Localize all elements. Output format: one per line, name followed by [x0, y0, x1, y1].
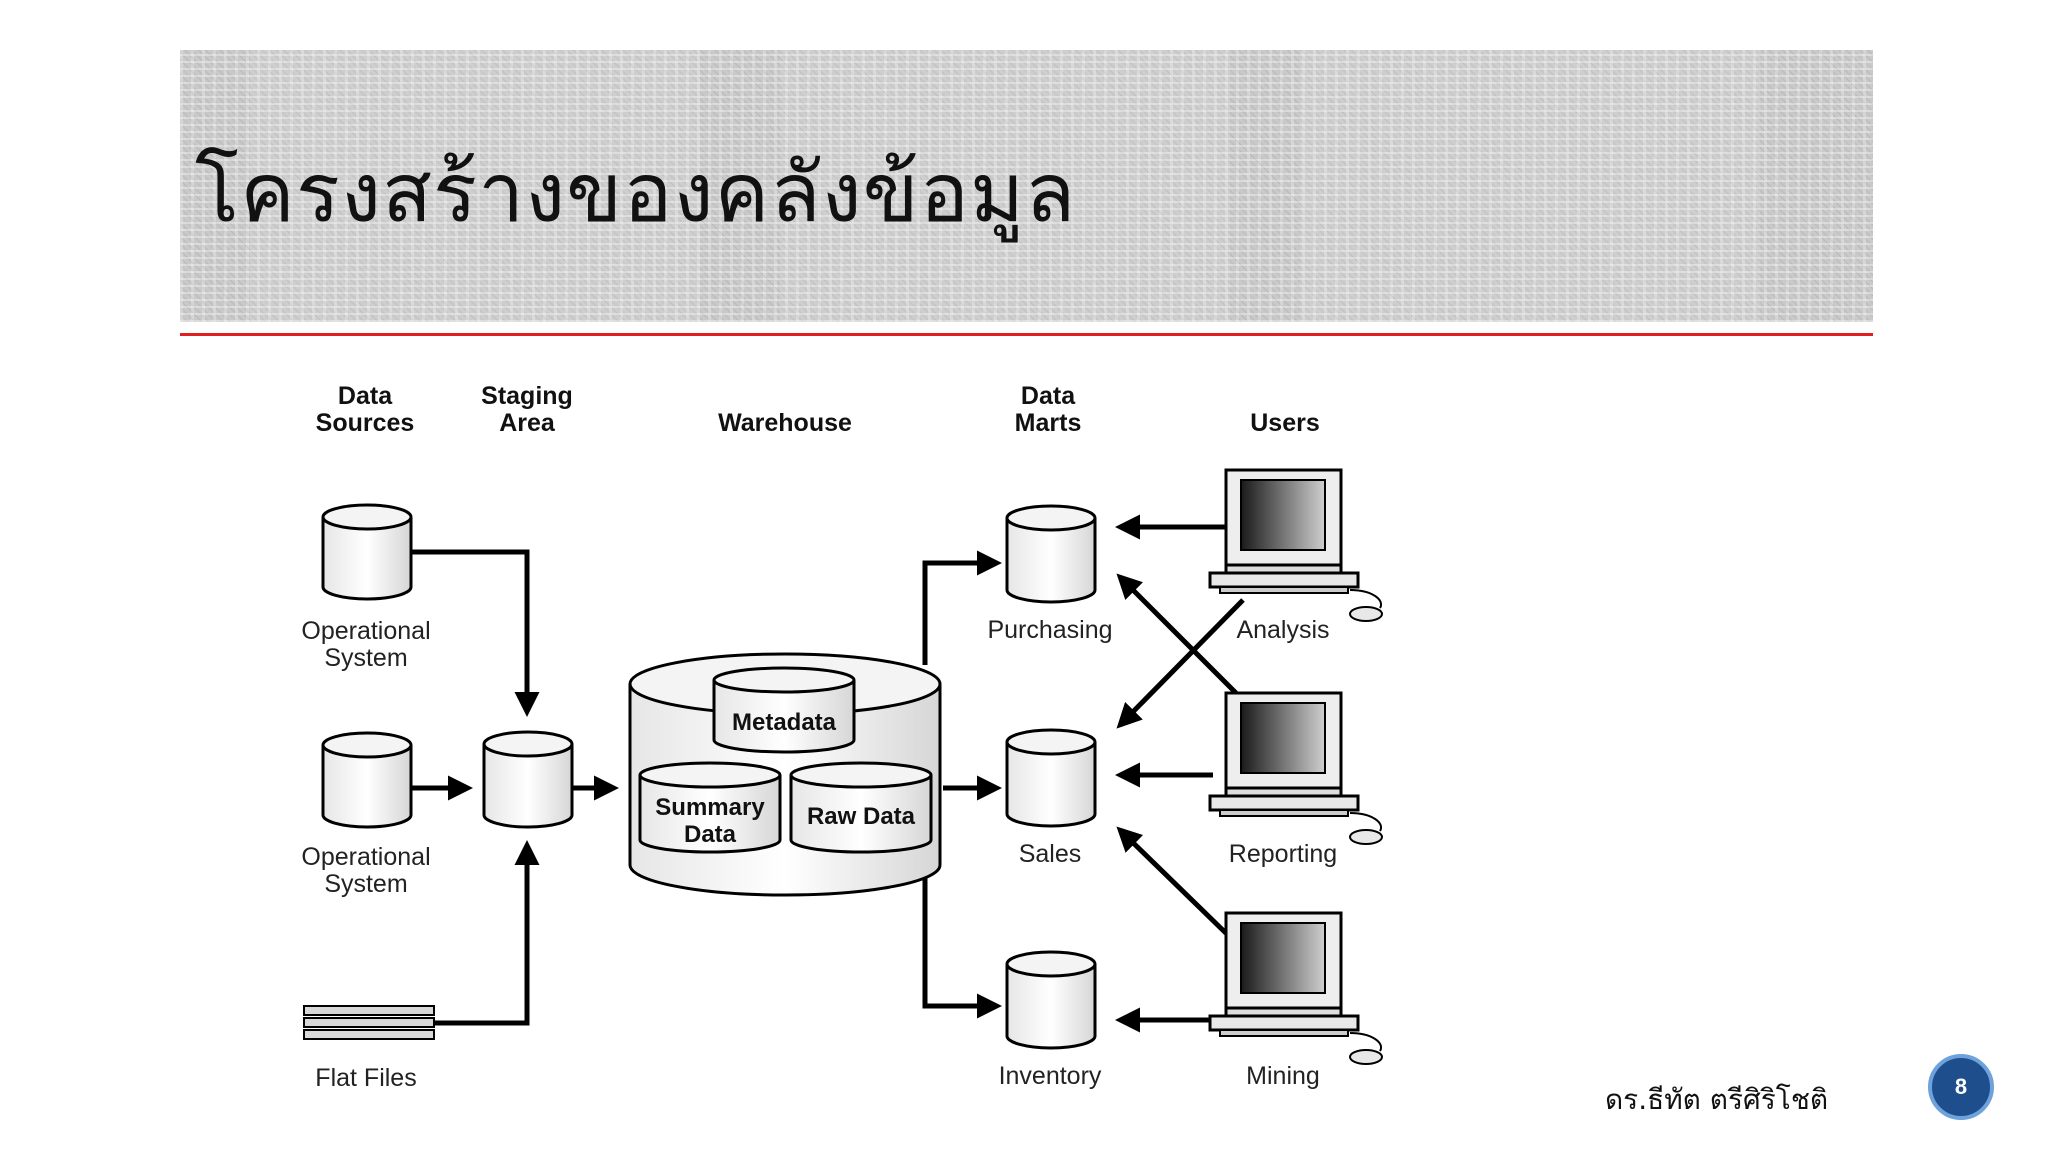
header-users: Users	[1250, 409, 1320, 437]
inventory-label: Inventory	[999, 1062, 1102, 1090]
header-staging-line1: Staging	[481, 382, 573, 410]
operational-system-1-label-line1: Operational	[301, 617, 430, 645]
mining-computer-icon	[1208, 911, 1383, 1065]
arrow-warehouse-to-purchasing	[922, 550, 1002, 665]
page-number-badge: 8	[1928, 1054, 1994, 1120]
reporting-label: Reporting	[1229, 840, 1337, 868]
connector-arrows	[412, 514, 1245, 1033]
operational-system-2-icon	[321, 731, 413, 829]
raw-data-label: Raw Data	[807, 803, 916, 830]
mining-label: Mining	[1246, 1062, 1320, 1090]
author-name: ดร.ธีทัต ตรีศิริโชติ	[1605, 1083, 1829, 1116]
analysis-label: Analysis	[1236, 616, 1329, 644]
header-data-marts-line1: Data	[1021, 382, 1076, 410]
arrow-analysis-to-sales	[1116, 598, 1245, 729]
analysis-computer-icon	[1208, 468, 1383, 622]
operational-system-2-label-line2: System	[324, 870, 407, 898]
metadata-label: Metadata	[732, 709, 837, 736]
operational-system-1-label-line2: System	[324, 644, 407, 672]
header-data-sources-line1: Data	[338, 382, 393, 410]
reporting-computer-icon	[1208, 691, 1383, 845]
sales-mart-icon	[1005, 728, 1097, 828]
raw-data-store-icon	[789, 761, 933, 854]
summary-data-label-line1: Summary	[655, 794, 765, 821]
inventory-mart-icon	[1005, 950, 1097, 1050]
summary-data-store-icon	[638, 761, 782, 854]
header-data-sources-line2: Sources	[316, 409, 415, 437]
flat-files-icon	[303, 1005, 435, 1040]
title-divider	[180, 333, 1873, 336]
banner-texture-panel	[780, 50, 1230, 322]
staging-area-icon	[482, 730, 574, 829]
slide-title: โครงสร้างของคลังข้อมูล	[195, 146, 1077, 241]
column-headers: Data Sources Staging Area Warehouse Data…	[316, 382, 1320, 437]
purchasing-label: Purchasing	[987, 616, 1112, 644]
summary-data-label-line2: Data	[684, 821, 737, 848]
arrow-operational1-to-staging	[412, 549, 540, 717]
flat-files-label: Flat Files	[315, 1064, 416, 1092]
header-data-marts-line2: Marts	[1015, 409, 1082, 437]
sales-label: Sales	[1019, 840, 1082, 868]
arrow-reporting-to-purchasing	[1116, 573, 1238, 695]
arrow-flatfiles-to-staging	[434, 840, 540, 1026]
title-banner	[180, 50, 1873, 322]
banner-texture-panel	[250, 50, 700, 322]
operational-system-2-label-line1: Operational	[301, 843, 430, 871]
purchasing-mart-icon	[1005, 504, 1097, 604]
header-warehouse: Warehouse	[718, 409, 852, 437]
arrow-warehouse-to-inventory	[922, 872, 1002, 1019]
operational-system-1-icon	[321, 503, 413, 601]
banner-texture-panel	[1300, 50, 1760, 322]
header-staging-line2: Area	[499, 409, 556, 437]
metadata-store-icon	[712, 666, 856, 754]
arrow-mining-to-sales	[1116, 826, 1235, 942]
